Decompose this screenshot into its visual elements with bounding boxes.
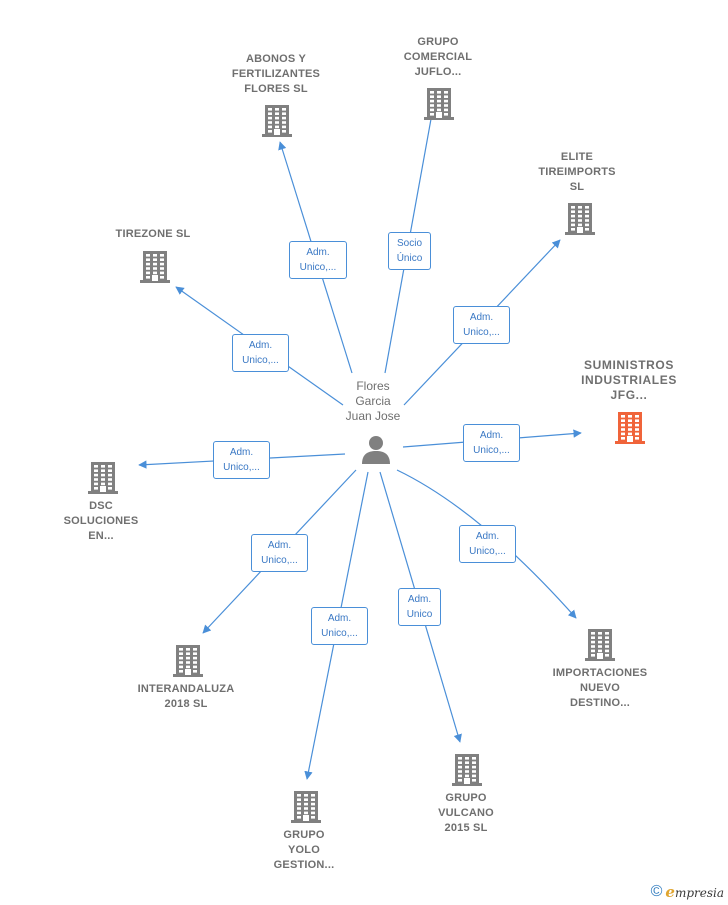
person-name[interactable]: Flores Garcia Juan Jose <box>345 379 401 423</box>
person-icon[interactable] <box>360 433 392 465</box>
edge-label-juflo[interactable]: Socio Único <box>388 232 431 270</box>
company-label-abonos[interactable]: ABONOS Y FERTILIZANTES FLORES SL <box>231 53 321 95</box>
company-label-tirezone[interactable]: TIREZONE SL <box>115 228 191 240</box>
edge-label-suministros[interactable]: Adm. Unico,... <box>463 424 520 462</box>
copyright-icon: © <box>650 883 663 900</box>
building-icon-highlight[interactable] <box>615 410 645 444</box>
company-label-interandaluza[interactable]: INTERANDALUZA 2018 SL <box>137 683 235 710</box>
building-icon[interactable] <box>262 103 292 137</box>
company-label-vulcano[interactable]: GRUPO VULCANO 2015 SL <box>438 792 494 834</box>
edge-label-tirezone[interactable]: Adm. Unico,... <box>232 334 289 372</box>
edge-label-importaciones[interactable]: Adm. Unico,... <box>459 525 516 563</box>
edge-label-elite[interactable]: Adm. Unico,... <box>453 306 510 344</box>
company-label-dsc[interactable]: DSC SOLUCIONES EN... <box>63 500 139 542</box>
edge-label-vulcano[interactable]: Adm. Unico <box>398 588 441 626</box>
building-icon[interactable] <box>452 752 482 786</box>
company-label-suministros[interactable]: SUMINISTROS INDUSTRIALES JFG... <box>581 358 677 402</box>
building-icon[interactable] <box>88 460 118 494</box>
building-icon[interactable] <box>585 627 615 661</box>
company-label-yolo[interactable]: GRUPO YOLO GESTION... <box>273 829 335 871</box>
edge-label-yolo[interactable]: Adm. Unico,... <box>311 607 368 645</box>
edge-label-interandaluza[interactable]: Adm. Unico,... <box>251 534 308 572</box>
company-label-importaciones[interactable]: IMPORTACIONES NUEVO DESTINO... <box>552 667 648 709</box>
company-label-juflo[interactable]: GRUPO COMERCIAL JUFLO... <box>403 36 473 78</box>
building-icon[interactable] <box>565 201 595 235</box>
edge-label-dsc[interactable]: Adm. Unico,... <box>213 441 270 479</box>
brand-logo: empresia <box>665 883 724 901</box>
building-icon[interactable] <box>291 789 321 823</box>
edge-label-abonos[interactable]: Adm. Unico,... <box>289 241 347 279</box>
building-icon[interactable] <box>140 249 170 283</box>
company-label-elite[interactable]: ELITE TIREIMPORTS SL <box>538 151 616 193</box>
footer-brand: © empresia <box>651 883 724 901</box>
building-icon[interactable] <box>173 643 203 677</box>
building-icon[interactable] <box>424 86 454 120</box>
